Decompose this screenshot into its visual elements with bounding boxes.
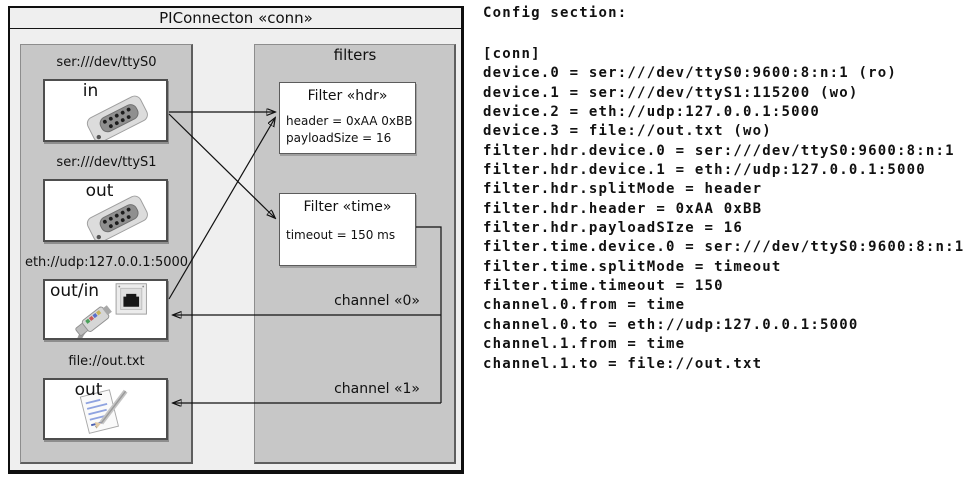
device-label-ttys0: ser:///dev/ttyS0 — [56, 55, 157, 70]
device-direction: out/in — [50, 281, 100, 301]
device-direction: out — [85, 181, 114, 201]
device-label-eth: eth://udp:127.0.0.1:5000 — [24, 255, 189, 270]
filter-hdr-title: Filter «hdr» — [307, 88, 388, 104]
filters-panel-title: filters — [333, 46, 377, 64]
device-box-eth: out/in — [43, 279, 168, 340]
config-section-heading: Config section: — [483, 5, 628, 21]
rj45-ethernet-icon — [75, 283, 147, 338]
device-label-ttys1: ser:///dev/ttyS1 — [56, 155, 157, 170]
channel-1-label: channel «1» — [334, 381, 420, 397]
db9-serial-connector-icon — [86, 95, 148, 140]
notepad-pencil-icon — [79, 389, 128, 434]
title-separator — [10, 28, 461, 29]
db9-serial-connector-icon — [86, 195, 148, 240]
filter-time-title: Filter «time» — [303, 199, 392, 215]
device-direction: out — [74, 380, 103, 400]
config-section-body: [conn] device.0 = ser:///dev/ttyS0:9600:… — [483, 46, 964, 372]
device-box-ttys0: in — [43, 79, 168, 142]
device-box-ttys1: out — [43, 179, 168, 242]
filter-time-attributes: timeout = 150 ms — [286, 228, 396, 242]
filter-hdr-box: Filter «hdr» header = 0xAA 0xBB payloadS… — [279, 82, 416, 154]
diagram-title: PIConnecton «conn» — [159, 9, 313, 27]
filter-hdr-attributes: header = 0xAA 0xBB payloadSize = 16 — [286, 114, 413, 145]
device-direction: in — [82, 81, 99, 101]
channel-0-label: channel «0» — [334, 293, 420, 309]
device-label-file: file://out.txt — [68, 354, 145, 369]
device-box-file: out — [43, 378, 168, 440]
filter-time-box: Filter «time» timeout = 150 ms — [279, 193, 416, 266]
